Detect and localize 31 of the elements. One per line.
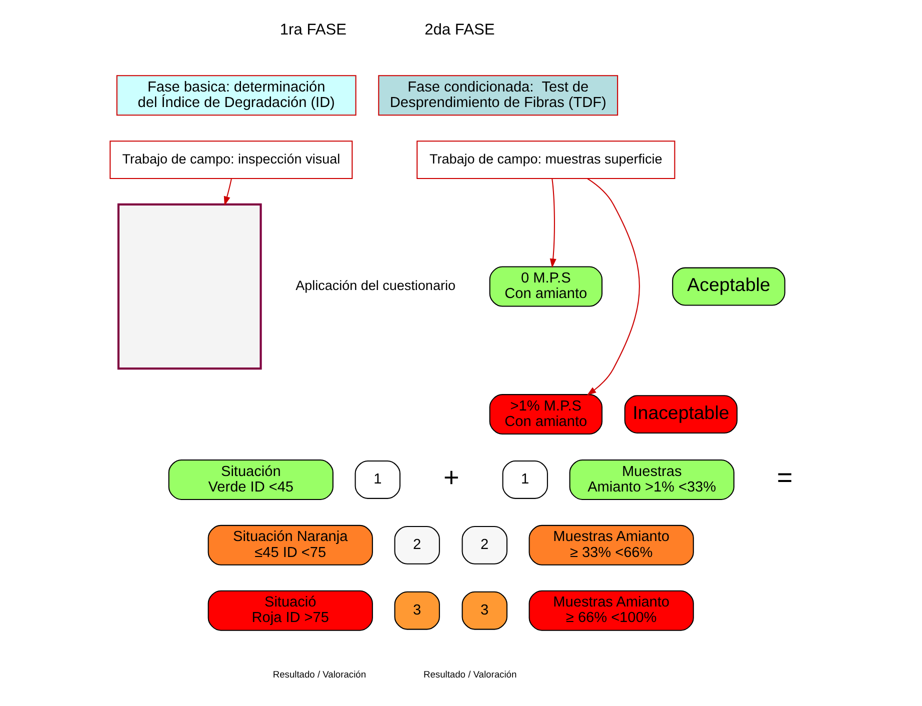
node-box: 0 M.P.S Con amianto (488, 266, 602, 307)
node-box: Trabajo de campo: muestras superficie (416, 140, 675, 180)
arrow (549, 178, 556, 268)
node-box: Situació Roja ID >75 (207, 590, 372, 631)
node-box: 1 (502, 460, 548, 499)
label: 1ra FASE (279, 22, 346, 39)
node-box: Situación Naranja ≤45 ID <75 (207, 524, 372, 566)
node-box: Trabajo de campo: inspección visual (109, 140, 352, 180)
node-label: Aplicación del cuestionario (295, 278, 455, 294)
node-box: Inaceptable (624, 395, 738, 434)
node-box: Muestras Amianto >1% <33% (568, 459, 734, 500)
label: + (442, 462, 459, 492)
node-box: Situación Verde ID <45 (168, 459, 333, 500)
node-box (116, 203, 262, 370)
node-box: Muestras Amianto ≥ 33% <66% (528, 524, 694, 566)
node-box: 3 (394, 591, 440, 630)
node-box: >1% M.P.S Con amianto (488, 394, 602, 435)
label: = (776, 462, 792, 492)
node-box: 1 (354, 460, 400, 499)
arrow (223, 178, 232, 206)
arrow (586, 178, 640, 396)
label: Resultado / Valoración (422, 669, 516, 680)
node-box: 3 (461, 591, 507, 630)
node-box: Muestras Amianto ≥ 66% <100% (528, 590, 694, 631)
node-box: Aceptable (672, 267, 785, 306)
node-box: 2 (394, 526, 440, 564)
node-box: 2 (461, 526, 507, 564)
label: 2da FASE (424, 22, 494, 39)
label: Resultado / Valoración (272, 669, 366, 680)
node-box: Fase basica: determinación del Índice de Degradación (ID) (116, 75, 356, 116)
node-box: Fase condicionada: Test de Desprendimiento de Fibras (TDF) (378, 75, 618, 116)
